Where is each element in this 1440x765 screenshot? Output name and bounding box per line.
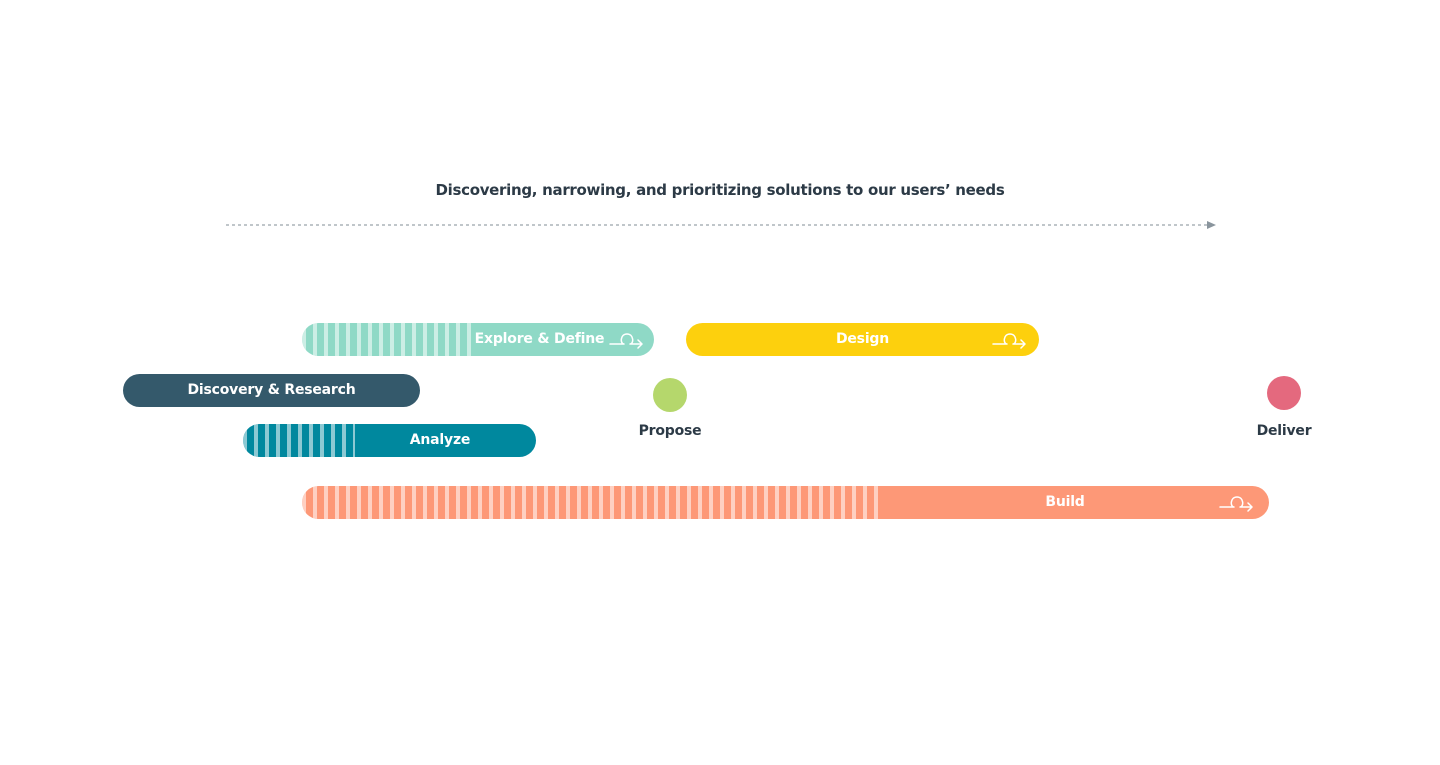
- loop-arrow-icon: [992, 333, 1026, 349]
- phase-bar-design: Design: [686, 323, 1039, 356]
- timeline-arrow-icon: [226, 221, 1216, 229]
- phase-label-explore-define: Explore & Define: [474, 331, 605, 347]
- analyze-stripes: [243, 424, 355, 457]
- milestone-label-deliver: Deliver: [1256, 423, 1312, 439]
- build-stripes: [302, 486, 885, 519]
- phase-label-build: Build: [1045, 494, 1085, 510]
- phase-label-analyze: Analyze: [409, 432, 471, 448]
- milestone-deliver-dot: [1267, 376, 1301, 410]
- loop-arrow-icon: [609, 333, 643, 349]
- phase-bar-discovery-research: Discovery & Research: [123, 374, 420, 407]
- milestone-propose-dot: [653, 378, 687, 412]
- milestone-label-propose: Propose: [638, 423, 702, 439]
- phase-label-discovery-research: Discovery & Research: [187, 382, 356, 398]
- phase-label-design: Design: [835, 331, 890, 347]
- phase-bar-build: Build: [302, 486, 1269, 519]
- explore-stripes: [302, 323, 472, 356]
- diagram-heading: Discovering, narrowing, and prioritizing…: [435, 181, 1005, 199]
- loop-arrow-icon: [1219, 496, 1253, 512]
- phase-bar-explore-define: Explore & Define: [302, 323, 654, 356]
- phase-bar-analyze: Analyze: [243, 424, 536, 457]
